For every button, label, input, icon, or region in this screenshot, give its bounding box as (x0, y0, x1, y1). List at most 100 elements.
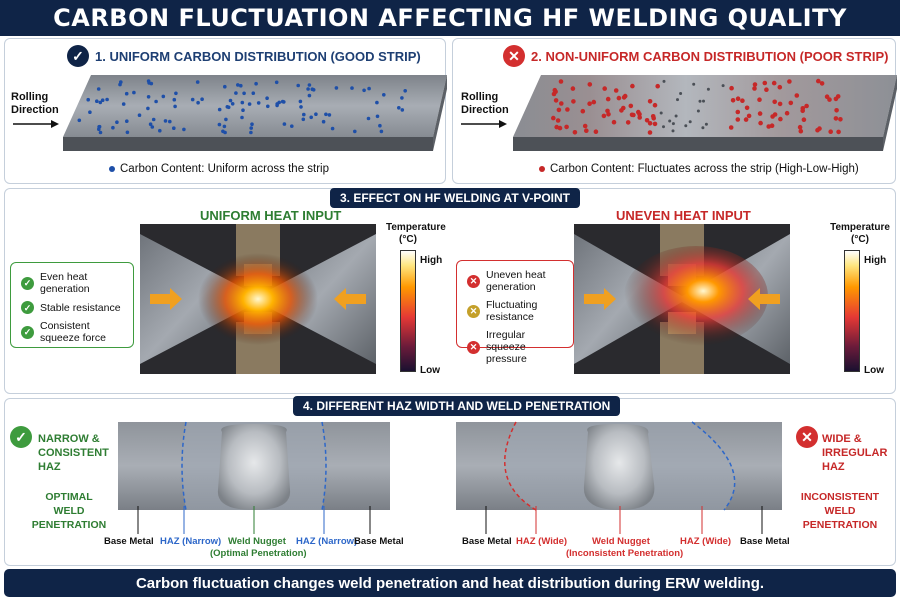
carbon-dot (88, 110, 92, 114)
carbon-dot (729, 85, 734, 91)
carbon-dot (254, 81, 258, 86)
carbon-dot (275, 103, 279, 108)
carbon-dot (582, 123, 588, 129)
carbon-dot (397, 106, 401, 110)
carbon-dot (375, 100, 379, 105)
carbon-dot (217, 107, 222, 112)
carbon-dot (702, 99, 705, 103)
inconsistent-penetration-label: INCONSISTENT WELD PENETRATION (800, 491, 880, 531)
uniform-vpoint-weld-image (140, 224, 376, 374)
carbon-dot (557, 125, 563, 131)
carbon-dot (746, 113, 752, 119)
carbon-dot (630, 83, 635, 89)
carbon-dot (602, 86, 607, 91)
carbon-dot (706, 87, 710, 91)
carbon-dot (247, 102, 252, 106)
carbon-dot (161, 94, 166, 99)
carbon-dot (764, 87, 769, 92)
leader-lines (485, 506, 763, 534)
carbon-dot (772, 112, 778, 117)
carbon-dot (816, 78, 821, 84)
cross-icon: ✕ (467, 274, 480, 288)
carbon-dot (777, 84, 783, 90)
carbon-dot (225, 105, 230, 109)
carbon-dot (296, 83, 300, 88)
carbon-dot (375, 114, 380, 119)
carbon-dot (616, 95, 622, 101)
rolling-arrow-icon (13, 120, 59, 128)
carbon-dot (688, 120, 692, 124)
carbon-dot (743, 117, 749, 122)
carbon-dot (637, 115, 642, 120)
weld-nugget-label: Weld Nugget (228, 536, 286, 547)
carbon-dot (551, 115, 556, 121)
carbon-dot (556, 107, 562, 113)
carbon-dot (611, 119, 617, 125)
carbon-dot (265, 96, 269, 100)
carbon-dot (249, 126, 253, 130)
uniform-heat-title: UNIFORM HEAT INPUT (200, 208, 342, 223)
carbon-dot (400, 96, 404, 100)
carbon-dot (647, 99, 653, 104)
list-item: ✕Uneven heat generation (467, 269, 563, 293)
carbon-dot (314, 112, 318, 116)
carbon-dot (222, 124, 227, 129)
carbon-dot (302, 112, 306, 117)
carbon-dot (251, 91, 256, 95)
page-title: CARBON FLUCTUATION AFFECTING HF WELDING … (53, 4, 847, 32)
carbon-dot (797, 124, 803, 130)
carbon-dot (77, 118, 82, 123)
section-1-title: 1. UNIFORM CARBON DISTRIBUTION (GOOD STR… (95, 49, 421, 64)
carbon-dot (833, 96, 839, 102)
carbon-dot (580, 108, 586, 114)
carbon-dot (301, 117, 306, 122)
carbon-dot (132, 90, 136, 95)
carbon-dot (659, 111, 663, 115)
carbon-dot (787, 79, 792, 84)
carbon-dot (148, 122, 153, 126)
carbon-dot (662, 79, 666, 83)
carbon-dot (584, 128, 589, 133)
carbon-dot (662, 125, 665, 129)
carbon-dot (652, 121, 658, 127)
carbon-dot (644, 118, 650, 123)
footer-text: Carbon fluctuation changes weld penetrat… (135, 574, 765, 592)
cross-icon: ✕ (467, 340, 480, 354)
carbon-dot (631, 112, 636, 118)
carbon-dot (151, 117, 156, 122)
uneven-heat-title: UNEVEN HEAT INPUT (616, 208, 751, 223)
list-item: ✓Consistent squeeze force (21, 320, 123, 344)
carbon-dot (798, 128, 804, 134)
carbon-dot (378, 123, 382, 128)
carbon-dot (274, 80, 279, 85)
list-item: ✓Stable resistance (21, 301, 123, 314)
carbon-dot (752, 82, 758, 87)
check-icon: ✓ (21, 276, 34, 290)
carbon-dot (118, 82, 122, 87)
carbon-dot (321, 119, 326, 124)
temperature-low-label: Low (864, 365, 884, 376)
carbon-dot (572, 130, 578, 135)
carbon-dot (298, 99, 303, 104)
carbon-dot (558, 79, 564, 84)
list-item: ✕Irregular squeeze pressure (467, 329, 563, 365)
carbon-dot (125, 119, 129, 123)
carbon-dot (701, 126, 705, 130)
carbon-dot (636, 109, 641, 115)
uniform-heat-list: ✓Even heat generation ✓Stable resistance… (10, 262, 134, 348)
carbon-dot (350, 86, 354, 90)
carbon-dot (182, 127, 186, 132)
carbon-dot (833, 116, 839, 121)
section-2-title: 2. NON-UNIFORM CARBON DISTRIBUTION (POOR… (531, 49, 889, 64)
carbon-dot (97, 125, 101, 129)
carbon-dot (704, 122, 708, 126)
narrow-haz-heading: NARROW & CONSISTENT HAZ (38, 433, 109, 473)
haz-narrow-label: HAZ (Narrow) (296, 536, 358, 547)
cross-icon: ✕ (503, 45, 525, 67)
check-icon: ✓ (67, 45, 89, 67)
carbon-dot (605, 108, 610, 114)
rolling-arrow-icon (461, 120, 507, 128)
base-metal-label: Base Metal (462, 536, 512, 547)
carbon-dot (236, 83, 240, 87)
carbon-dot (230, 102, 235, 106)
